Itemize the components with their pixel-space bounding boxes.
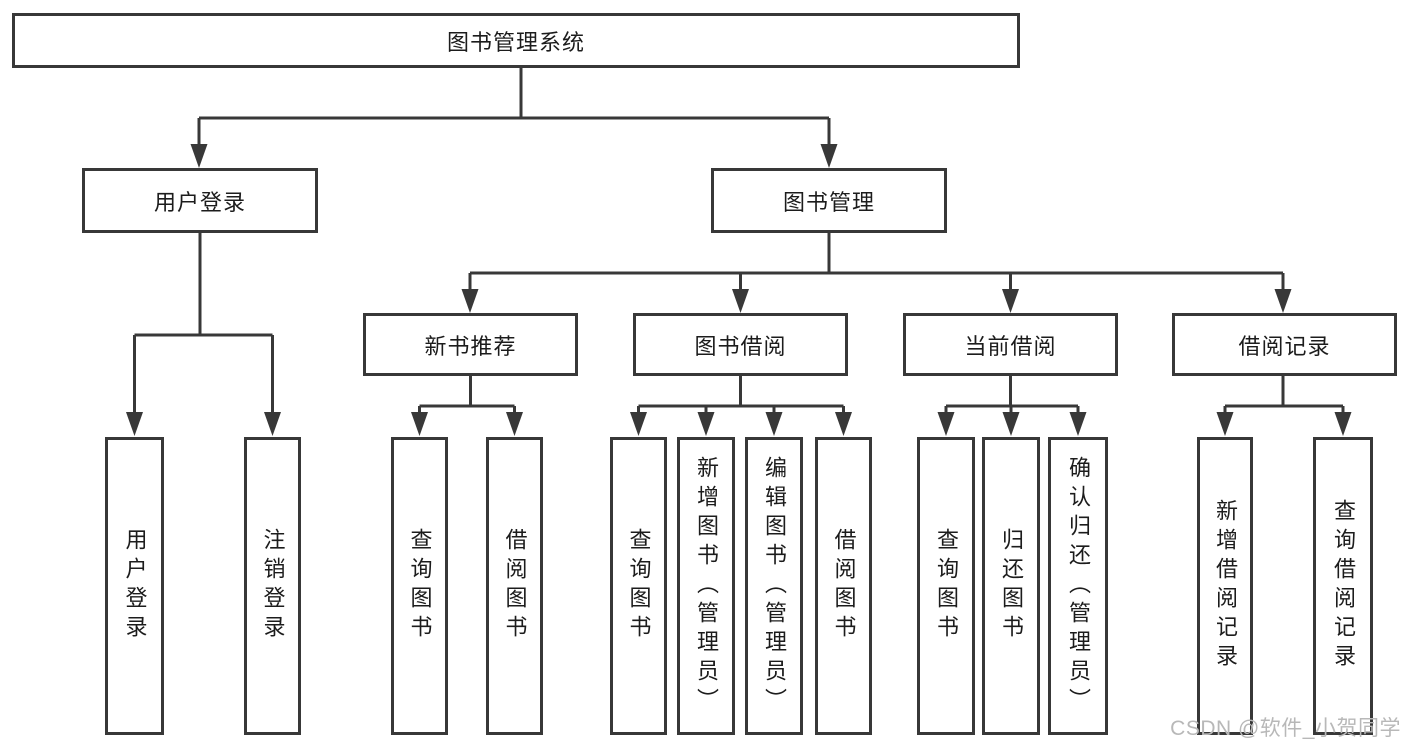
node-label: 借阅图书: [831, 528, 857, 644]
leaf-return-books: 归还图书: [982, 437, 1040, 735]
arrowhead-icon: [1216, 412, 1234, 436]
arrowhead-icon: [937, 412, 955, 436]
arrowhead-icon: [1334, 412, 1352, 436]
arrowhead-icon: [126, 412, 143, 436]
leaf-query-borrow-record: 查询借阅记录: [1313, 437, 1373, 735]
leaf-logout: 注销登录: [244, 437, 301, 735]
node-label: 查询图书: [407, 528, 433, 644]
arrowhead-icon: [732, 289, 749, 313]
node-current-borrowing: 当前借阅: [903, 313, 1118, 376]
node-borrow-records: 借阅记录: [1172, 313, 1397, 376]
arrowhead-icon: [411, 412, 428, 436]
node-label: 图书借阅: [694, 333, 787, 359]
node-label: 确认归还（管理员）: [1066, 455, 1091, 717]
leaf-user-login: 用户登录: [105, 437, 164, 735]
arrowhead-icon: [820, 144, 838, 168]
node-label: 用户登录: [153, 189, 246, 215]
node-label: 新增借阅记录: [1213, 499, 1238, 673]
node-book-management: 图书管理: [711, 168, 947, 233]
node-label: 借阅图书: [502, 528, 528, 644]
leaf-add-borrow-record: 新增借阅记录: [1197, 437, 1253, 735]
arrowhead-icon: [264, 412, 281, 436]
leaf-query-books-borrowing: 查询图书: [610, 437, 667, 735]
leaf-confirm-return-admin: 确认归还（管理员）: [1048, 437, 1108, 735]
arrowhead-icon: [190, 144, 208, 168]
arrowhead-icon: [835, 412, 852, 436]
node-label: 当前借阅: [964, 333, 1057, 359]
node-label: 借阅记录: [1238, 333, 1331, 359]
node-label: 查询图书: [934, 528, 959, 644]
arrowhead-icon: [1274, 289, 1292, 313]
node-label: 编辑图书（管理员）: [762, 455, 787, 717]
node-user-login: 用户登录: [82, 168, 318, 233]
arrowhead-icon: [765, 412, 783, 436]
node-label: 注销登录: [260, 528, 286, 644]
arrowhead-icon: [630, 412, 647, 436]
node-label: 查询借阅记录: [1331, 499, 1356, 673]
node-label: 用户登录: [122, 528, 148, 644]
csdn-watermark: CSDN @软件_小贺同学: [1170, 717, 1401, 740]
leaf-borrow-books-borrowing: 借阅图书: [815, 437, 872, 735]
arrowhead-icon: [1002, 289, 1019, 313]
node-label: 图书管理: [782, 189, 875, 215]
leaf-edit-books-admin: 编辑图书（管理员）: [745, 437, 803, 735]
leaf-borrow-books-recommend: 借阅图书: [486, 437, 543, 735]
arrowhead-icon: [506, 412, 523, 436]
arrowhead-icon: [697, 412, 715, 436]
node-label: 归还图书: [999, 528, 1024, 644]
leaf-query-books-recommend: 查询图书: [391, 437, 448, 735]
node-library-management-system: 图书管理系统: [12, 13, 1020, 68]
node-new-book-recommend: 新书推荐: [363, 313, 578, 376]
node-label: 新增图书（管理员）: [694, 455, 719, 717]
node-label: 新书推荐: [424, 333, 517, 359]
leaf-query-books-current: 查询图书: [917, 437, 975, 735]
node-label: 查询图书: [626, 528, 652, 644]
leaf-add-books-admin: 新增图书（管理员）: [677, 437, 735, 735]
arrowhead-icon: [1069, 412, 1087, 436]
node-book-borrowing: 图书借阅: [633, 313, 848, 376]
node-label: 图书管理系统: [446, 29, 585, 55]
arrowhead-icon: [461, 289, 479, 313]
arrowhead-icon: [1002, 412, 1020, 436]
